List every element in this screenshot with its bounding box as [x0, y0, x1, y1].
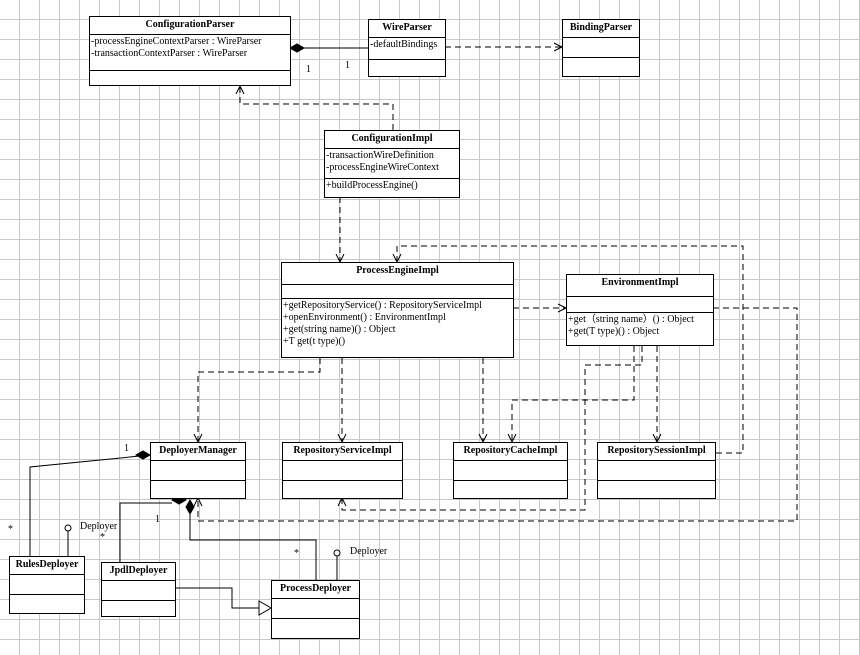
multiplicity-process-many: * [294, 548, 299, 559]
operations [102, 601, 175, 603]
attributes [272, 599, 359, 619]
attribute: -processEngineContextParser : WireParser [91, 36, 262, 47]
class-deployer-manager[interactable]: DeployerManager [150, 442, 246, 499]
class-wire-parser[interactable]: WireParser -defaultBindings [368, 19, 446, 77]
class-rules-deployer[interactable]: RulesDeployer [9, 556, 85, 614]
class-configuration-impl[interactable]: ConfigurationImpl -transactionWireDefini… [324, 130, 460, 198]
operation: +buildProcessEngine() [326, 180, 418, 191]
gen-triangle-jpdl-process [258, 600, 272, 616]
attribute: -defaultBindings [370, 39, 438, 50]
class-repository-service-impl[interactable]: RepositoryServiceImpl [282, 442, 403, 499]
class-name: RepositorySessionImpl [598, 443, 715, 461]
operations [90, 71, 290, 73]
class-process-deployer[interactable]: ProcessDeployer [271, 580, 360, 639]
attribute: -transactionContextParser : WireParser [91, 48, 248, 59]
attribute: -processEngineWireContext [326, 162, 439, 173]
operations [454, 481, 567, 483]
multiplicity-dm-one-mid: 1 [155, 514, 160, 525]
class-name: ConfigurationParser [90, 17, 290, 35]
operations: +get（string name）() : Object +get(T type… [567, 313, 713, 339]
class-repository-session-impl[interactable]: RepositorySessionImpl [597, 442, 716, 499]
operations [283, 481, 402, 483]
dep-env-cache [511, 346, 635, 442]
multiplicity-rules-many: * [8, 524, 13, 535]
class-name: EnvironmentImpl [567, 275, 713, 297]
operation: +get(T type)() : Object [568, 326, 660, 337]
attributes [567, 297, 713, 313]
gen-jpdl-process [175, 587, 259, 609]
dep-env-dm [197, 307, 798, 522]
operations [369, 60, 445, 62]
dep-session-engine [396, 245, 744, 454]
composition-diamond-parser [288, 43, 306, 53]
class-name: JpdlDeployer [102, 563, 175, 581]
operation: +get(string name)() : Object [283, 324, 396, 335]
class-name: ProcessDeployer [272, 581, 359, 599]
operations: +buildProcessEngine() [325, 179, 459, 193]
attributes [283, 461, 402, 481]
operations [151, 481, 245, 483]
operation: +T get(t type)() [283, 336, 346, 347]
class-name: DeployerManager [151, 443, 245, 461]
class-configuration-parser[interactable]: ConfigurationParser -processEngineContex… [89, 16, 291, 86]
iface-circle-rules [64, 524, 72, 532]
class-name: ConfigurationImpl [325, 131, 459, 149]
dep-engine-dm [197, 358, 321, 442]
attributes [10, 575, 84, 595]
class-binding-parser[interactable]: BindingParser [562, 19, 640, 77]
class-jpdl-deployer[interactable]: JpdlDeployer [101, 562, 176, 617]
attributes [598, 461, 715, 481]
class-name: BindingParser [563, 20, 639, 38]
operations: +getRepositoryService() : RepositoryServ… [282, 299, 513, 349]
class-name: ProcessEngineImpl [282, 263, 513, 285]
multiplicity-wire-one: 1 [345, 60, 350, 71]
operation: +openEnvironment() : EnvironmentImpl [283, 312, 446, 323]
attributes [454, 461, 567, 481]
assoc-dm-process [189, 507, 317, 580]
composition-diamond-dm-rules [134, 450, 152, 460]
attributes [151, 461, 245, 481]
interface-label-rules: Deployer [80, 521, 118, 532]
attributes: -defaultBindings [369, 38, 445, 60]
dep-env-repo-service [341, 346, 643, 511]
attributes [102, 581, 175, 601]
dep-arrow-impl-parser [235, 84, 245, 95]
operations [272, 619, 359, 621]
assoc-dm-rules [29, 454, 151, 556]
class-repository-cache-impl[interactable]: RepositoryCacheImpl [453, 442, 568, 499]
iface-circle-process [333, 549, 341, 557]
attribute: -transactionWireDefinition [326, 150, 434, 161]
class-name: RepositoryServiceImpl [283, 443, 402, 461]
attributes [282, 285, 513, 299]
class-name: RepositoryCacheImpl [454, 443, 567, 461]
attributes: -transactionWireDefinition -processEngin… [325, 149, 459, 179]
operations [10, 595, 84, 597]
composition-diamond-dm-process [185, 498, 195, 516]
assoc-dm-jpdl [119, 502, 172, 562]
class-process-engine-impl[interactable]: ProcessEngineImpl +getRepositoryService(… [281, 262, 514, 358]
operations [563, 58, 639, 60]
operation: +get（string name）() : Object [568, 314, 694, 325]
attributes [563, 38, 639, 58]
interface-label-process: Deployer [350, 546, 388, 557]
operation: +getRepositoryService() : RepositoryServ… [283, 300, 482, 311]
multiplicity-parser-one: 1 [306, 64, 311, 75]
class-environment-impl[interactable]: EnvironmentImpl +get（string name）() : Ob… [566, 274, 714, 346]
multiplicity-jpdl-many: * [100, 532, 105, 543]
attributes: -processEngineContextParser : WireParser… [90, 35, 290, 71]
multiplicity-dm-one-top: 1 [124, 443, 129, 454]
class-name: RulesDeployer [10, 557, 84, 575]
dep-impl-parser [239, 86, 394, 130]
operations [598, 481, 715, 483]
class-name: WireParser [369, 20, 445, 38]
